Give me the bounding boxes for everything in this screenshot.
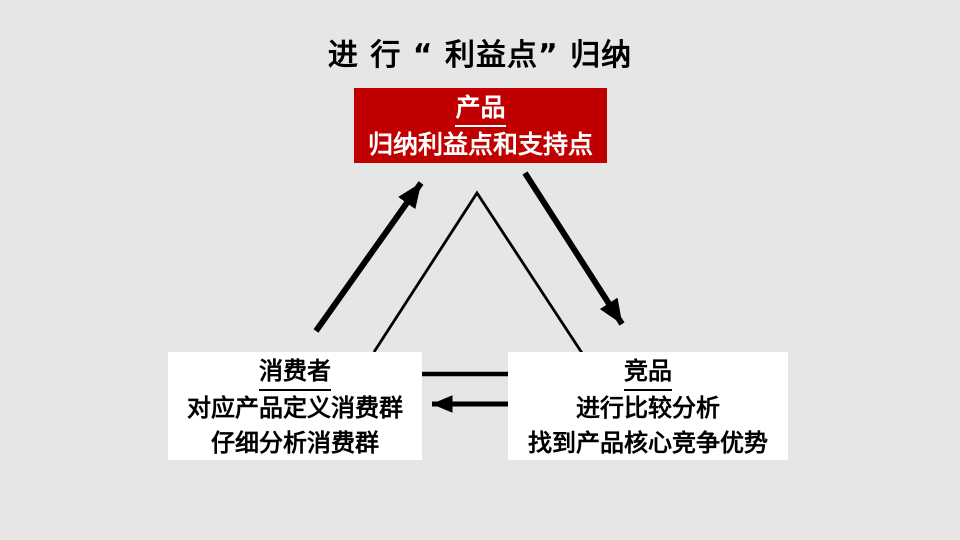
arrow-product-to-competitor [522, 171, 625, 326]
competitor-box-heading: 竞品 [624, 354, 672, 391]
arrow-consumer-to-product [313, 181, 424, 333]
competitor-box-heading-line: 竞品 [508, 354, 788, 391]
consumer-box: 消费者 对应产品定义消费群 仔细分析消费群 [168, 352, 422, 460]
consumer-box-heading-line: 消费者 [168, 354, 422, 391]
competitor-box: 竞品 进行比较分析 找到产品核心竞争优势 [508, 352, 788, 460]
product-box-heading-line: 产品 [354, 90, 607, 127]
consumer-box-heading: 消费者 [259, 354, 331, 391]
consumer-box-line: 对应产品定义消费群 [187, 394, 403, 422]
competitor-box-line: 找到产品核心竞争优势 [528, 429, 768, 457]
competitor-box-line: 进行比较分析 [576, 394, 720, 422]
peak-connector-line [372, 190, 584, 354]
consumer-box-line: 仔细分析消费群 [211, 429, 379, 457]
slide-title: 进 行 “ 利益点” 归纳 [327, 38, 633, 73]
product-box-line: 归纳利益点和支持点 [367, 130, 593, 159]
product-box: 产品 归纳利益点和支持点 [354, 88, 607, 163]
product-box-heading: 产品 [455, 90, 506, 127]
